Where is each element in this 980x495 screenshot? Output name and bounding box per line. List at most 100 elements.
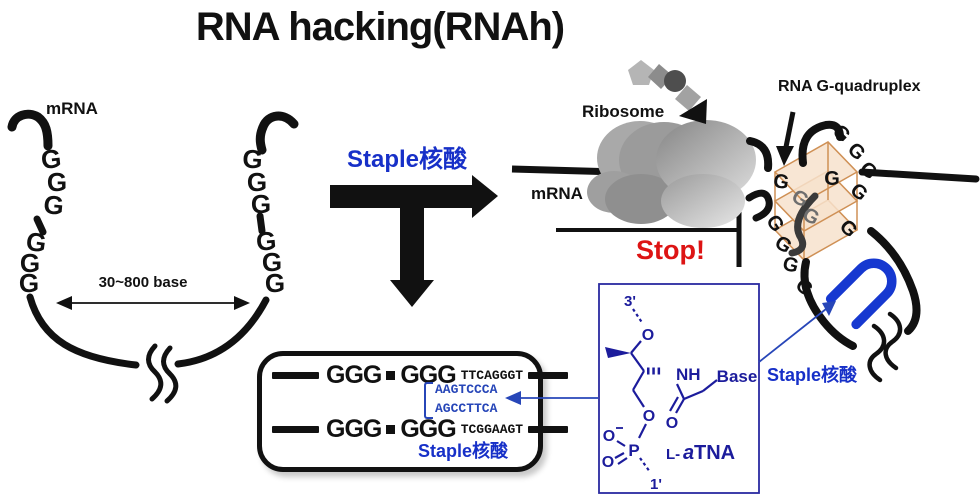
stop-label: Stop! [636, 235, 705, 265]
break-mark [867, 323, 887, 383]
bond [630, 340, 642, 354]
g-letter: G [19, 268, 39, 298]
g-letter: G [247, 167, 267, 197]
g-letter: G [855, 157, 882, 184]
g-letter: G [24, 226, 48, 259]
peptide-exit-triangle [679, 99, 707, 124]
g-letter: G [39, 143, 62, 175]
bottom-strand-sequence: TCGGAAGT [460, 421, 524, 437]
bond-1prime [639, 457, 651, 473]
ggg-linker [386, 424, 396, 434]
ribosome-large-subunit [656, 120, 756, 200]
g-letter: G [799, 203, 823, 230]
g-letter: G [780, 253, 801, 278]
bond [702, 379, 718, 392]
one-prime-label: 1' [650, 476, 662, 493]
g-quartet-plane-top [773, 141, 859, 203]
strand-line [528, 371, 569, 379]
nh-label: NH [676, 365, 701, 384]
rna-g-quadruplex-label: RNA G-quadruplex [778, 78, 921, 95]
g-quartet-plane-middle [773, 170, 859, 232]
loop-bottom-right [174, 296, 270, 368]
latna-box [598, 283, 760, 494]
arrowhead-right [234, 296, 250, 310]
bond [638, 423, 647, 439]
quadruplex-pointer-line [783, 111, 796, 148]
phosphorus-label: P [628, 441, 639, 460]
bond [632, 389, 645, 408]
quartet-connectors [774, 142, 858, 260]
mrna-hook-left [7, 109, 53, 151]
g-letter: G [20, 248, 40, 278]
ribosome-small-subunit [661, 174, 745, 228]
peptide-bead-diamond [648, 64, 673, 89]
strand-flank-left [800, 258, 857, 350]
oxygen-label: O [642, 327, 654, 344]
oxygen-minus-label: O [603, 428, 615, 445]
oxygen-label: O [643, 408, 655, 425]
g-letter: G [835, 215, 862, 242]
page-title: RNA hacking(RNAh) [195, 5, 565, 49]
strand-into-quadruplex [746, 137, 773, 172]
g-letter: G [761, 211, 788, 236]
strand-line [528, 425, 569, 433]
base-label: Base [717, 367, 758, 386]
staple-site [800, 227, 921, 383]
strand-through-quadruplex [788, 192, 819, 257]
g-letter: G [788, 185, 812, 212]
staple-arm-top-sequence: AAGTCCCA [435, 382, 498, 397]
mrna-hook-right [255, 111, 299, 155]
ribosome-lobe [619, 122, 709, 198]
g-quartet-planes [773, 141, 859, 261]
p-double-bond [617, 457, 628, 465]
g-letter: G [771, 231, 796, 258]
mrna-loop [7, 109, 299, 404]
staple-bracket [424, 382, 433, 419]
loop-bottom-left [26, 293, 140, 369]
g-letter: G [265, 268, 285, 298]
quadruplex-pointer-head [776, 146, 794, 166]
g-letter: G [771, 170, 790, 194]
oxygen-label: O [602, 454, 614, 471]
g-letter: G [828, 120, 855, 147]
latna-name-tna: TNA [694, 442, 735, 464]
arrow-to-staple [758, 308, 827, 363]
strand-segment [33, 215, 47, 236]
carbonyl-bond [675, 398, 685, 414]
g-triplet: GGG [326, 360, 382, 389]
g-triplet: GGG [400, 414, 456, 443]
carbonyl-bond [669, 396, 679, 412]
mrna-exit-line [858, 168, 980, 183]
top-strand-row: GGG GGG TTCAGGGT [272, 360, 569, 389]
staple-sequence-box: GGG GGG TTCAGGGT AAGTCCCA AGCCTTCA GGG G… [257, 351, 569, 472]
ribosome-lobe [597, 121, 683, 195]
arrowhead-left [56, 296, 72, 310]
ribosome-lobe [605, 174, 677, 224]
range-arrowheads [56, 296, 250, 310]
bottom-strand-row: GGG GGG TCGGAAGT [272, 414, 569, 443]
latna-structure: 3' O NH Base O O O O P 1' L- a TNA [598, 283, 760, 494]
top-strand-sequence: TTCAGGGT [460, 367, 524, 383]
latna-name-l: L- [666, 446, 680, 463]
mrna-center-label: mRNA [531, 184, 583, 203]
break-mark [161, 345, 179, 404]
ribosome [587, 120, 756, 228]
g-letter: G [251, 189, 271, 219]
reaction-arrow [330, 175, 498, 307]
strand-hook-top [798, 120, 844, 167]
ribosome-lobe [587, 171, 641, 213]
strand-flank-right [867, 227, 921, 335]
strand-loop-left [745, 189, 773, 222]
g-quartet-plane-bottom [773, 199, 859, 261]
mrna-left-label: mRNA [46, 99, 98, 118]
staple-arm-bottom-sequence: AGCCTTCA [435, 401, 498, 416]
staple-nucleic-acid-shape [825, 258, 897, 330]
strand-line [272, 425, 319, 433]
callout-arrows [505, 301, 836, 405]
arrowhead-to-staple [822, 301, 836, 316]
bond [676, 383, 685, 400]
base-range-label: 30~800 base [98, 274, 188, 291]
g-letter: G [47, 167, 67, 197]
g-letter: G [262, 247, 282, 277]
quadruplex-g-letters: G G G G G G G G G G G G G [761, 120, 881, 300]
